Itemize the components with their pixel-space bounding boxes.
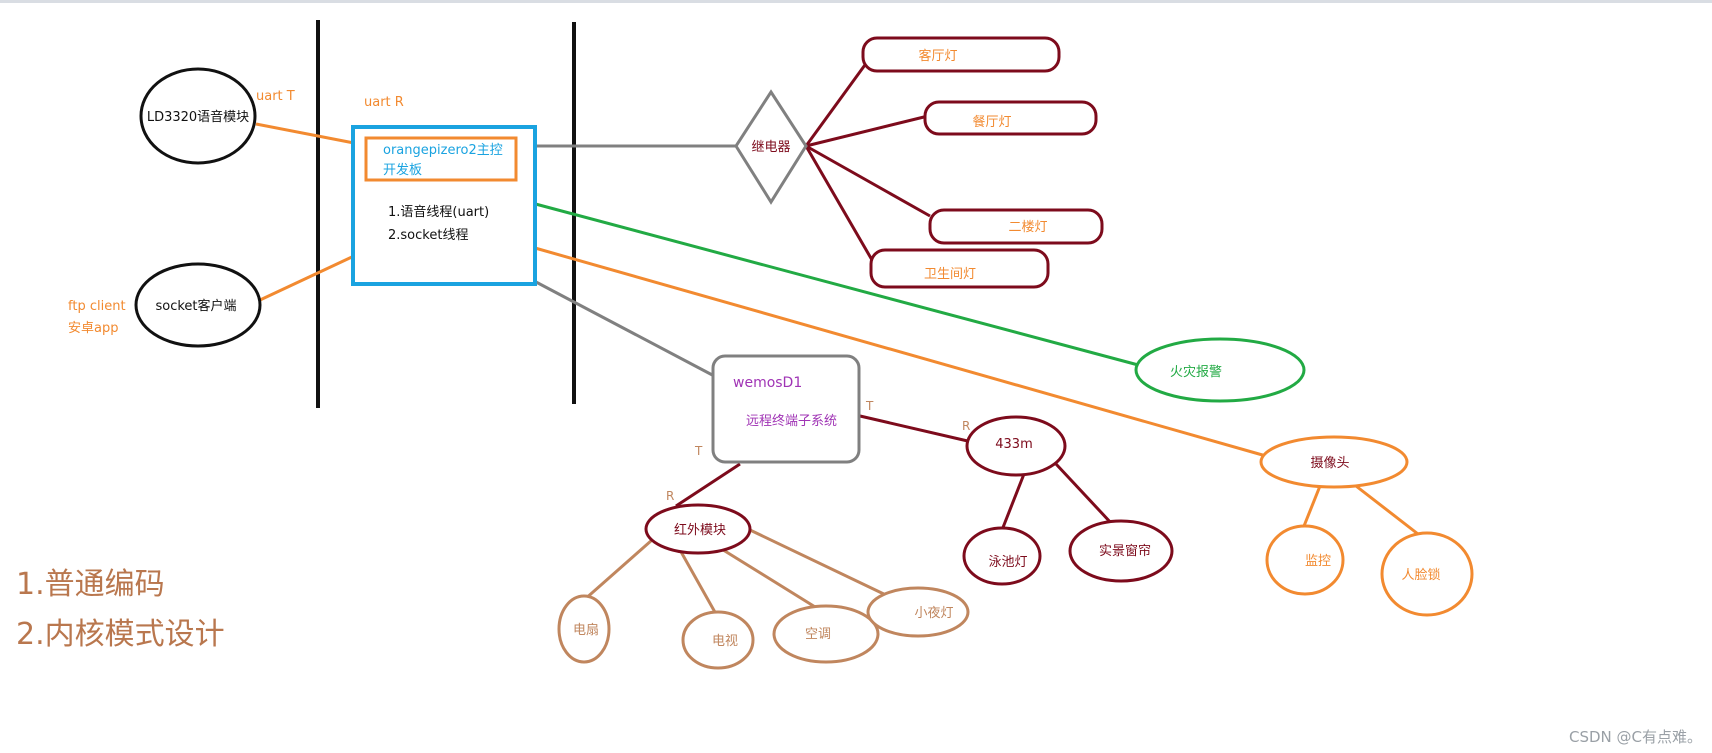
node-camera: 摄像头 (1259, 435, 1409, 489)
label-r-433: R (962, 419, 970, 433)
node-pool-light: 泳池灯 (962, 526, 1042, 586)
node-camera-label: 摄像头 (1310, 456, 1349, 471)
label-r-ir: R (666, 489, 674, 503)
node-curtain-label: 实景窗帘 (1099, 543, 1151, 559)
node-fire-alarm: 火灾报警 (1134, 337, 1306, 403)
edge-433m-curtain (1054, 462, 1114, 526)
node-tv: 电视 (681, 610, 755, 670)
node-light-2f: 二楼灯 (928, 208, 1104, 245)
label-t-wemos-ir: T (694, 444, 703, 458)
label-ftp-client: ftp client (68, 299, 126, 314)
node-face-lock: 人脸锁 (1380, 531, 1474, 617)
edge-wemos-433m (859, 414, 973, 444)
node-light-bath-label: 卫生间灯 (924, 267, 976, 282)
node-night-light: 小夜灯 (866, 586, 970, 638)
node-light-living-label: 客厅灯 (918, 48, 957, 64)
edge-board-fire (527, 200, 1143, 368)
node-main-board-label: orangepizero2主控 开发板 (383, 143, 507, 178)
edge-socket-board (259, 254, 355, 302)
node-light-living: 客厅灯 (861, 36, 1061, 73)
thread-voice-label: 1.语音线程(uart) (388, 204, 489, 220)
edge-board-wemos (535, 280, 719, 380)
node-wemos-title: wemosD1 (733, 375, 802, 391)
main-board-label-line2: 开发板 (383, 162, 422, 178)
node-monitor: 监控 (1265, 524, 1345, 596)
node-socket-client-label: socket客户端 (155, 298, 236, 314)
top-border (0, 0, 1712, 3)
label-t-wemos-433: T (865, 399, 874, 413)
edge-wemos-ir (675, 462, 741, 508)
edge-relay-living (804, 57, 872, 147)
node-light-2f-label: 二楼灯 (1008, 220, 1047, 235)
edge-relay-dining (805, 114, 929, 148)
node-socket-client: socket客户端 (134, 262, 262, 348)
thread-socket-label: 2.socket线程 (388, 228, 468, 243)
node-ir-module: 红外模块 (644, 503, 752, 555)
node-ac: 空调 (772, 604, 880, 664)
label-uart-r: uart R (364, 95, 404, 110)
note-item-1: 1.普通编码 (16, 567, 165, 602)
design-notes: 1.普通编码 2.内核模式设计 (16, 560, 225, 660)
node-wemos: wemosD1 远程终端子系统 (711, 354, 861, 464)
node-light-bath: 卫生间灯 (869, 248, 1050, 289)
node-light-dining: 餐厅灯 (923, 100, 1098, 136)
node-relay-label: 继电器 (751, 140, 790, 155)
edge-ir-tv (678, 549, 718, 615)
edge-ld3320-board (255, 122, 355, 145)
label-android-app: 安卓app (68, 321, 118, 336)
edge-relay-2f (805, 144, 931, 218)
edge-camera-monitor (1302, 485, 1322, 527)
node-ir-module-label: 红外模块 (674, 522, 726, 538)
node-fan-label: 电扇 (573, 622, 599, 638)
edge-ir-fan (583, 538, 653, 602)
edge-camera-facelock (1355, 484, 1419, 536)
node-monitor-label: 监控 (1305, 554, 1331, 569)
node-wemos-subtitle: 远程终端子系统 (746, 413, 837, 429)
label-uart-t: uart T (256, 89, 295, 104)
node-night-light-label: 小夜灯 (914, 606, 953, 621)
node-433m-label: 433m (995, 437, 1032, 452)
node-ld3320-label: LD3320语音模块 (147, 109, 249, 125)
node-fan: 电扇 (557, 594, 611, 664)
node-tv-label: 电视 (712, 634, 738, 649)
note-item-2: 2.内核模式设计 (16, 617, 225, 652)
node-fire-alarm-label: 火灾报警 (1170, 364, 1222, 380)
edge-board-camera (527, 244, 1267, 458)
main-board-label-line1: orangepizero2主控 (383, 143, 503, 158)
edge-ir-night (749, 528, 889, 598)
node-face-lock-label: 人脸锁 (1401, 567, 1440, 583)
node-main-board: orangepizero2主控 开发板 1.语音线程(uart) 2.socke… (351, 125, 537, 286)
node-light-dining-label: 餐厅灯 (972, 114, 1011, 130)
node-ld3320: LD3320语音模块 (139, 67, 257, 165)
node-relay: 继电器 (734, 89, 808, 205)
node-pool-light-label: 泳池灯 (988, 555, 1027, 570)
node-ac-label: 空调 (805, 627, 831, 642)
edge-relay-bath (804, 145, 874, 261)
edge-433m-pool (1000, 473, 1026, 531)
watermark: CSDN @C有点难。 (1568, 728, 1702, 746)
edge-ir-ac (719, 546, 821, 612)
node-433m: 433m (965, 415, 1067, 477)
node-curtain: 实景窗帘 (1068, 519, 1174, 583)
